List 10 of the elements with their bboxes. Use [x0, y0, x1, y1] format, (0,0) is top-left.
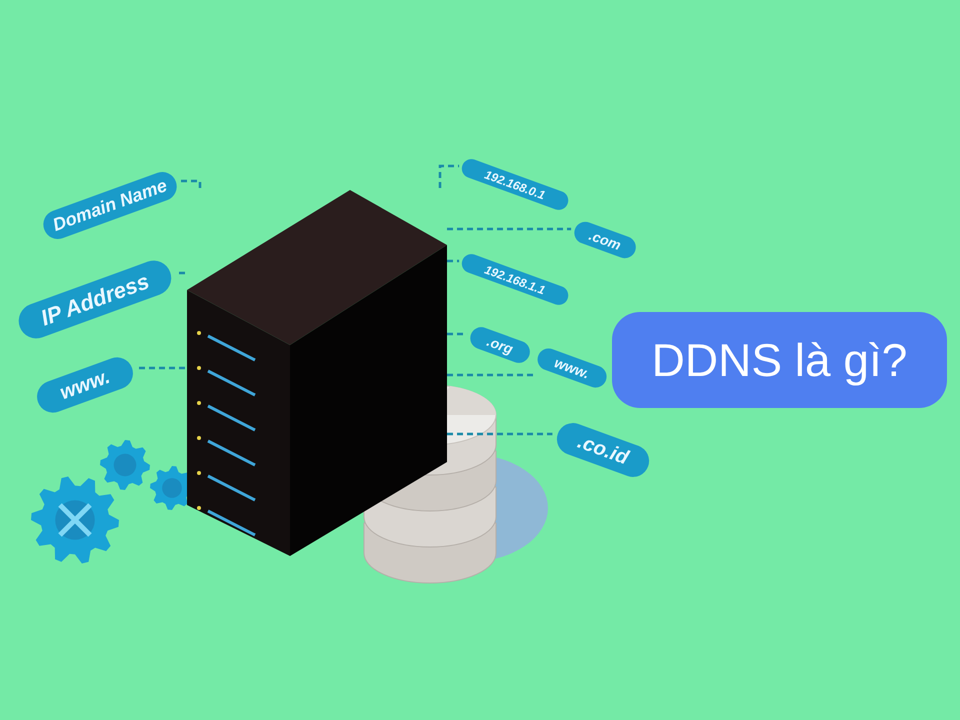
title-heading: DDNS là gì? [612, 312, 947, 408]
dashed-connector [137, 366, 185, 370]
dashed-connector [447, 228, 572, 230]
dashed-connector [447, 260, 460, 262]
dashed-connector [176, 272, 185, 274]
dashed-connector [447, 432, 552, 436]
server-drawing [185, 188, 447, 556]
dashed-connector [180, 180, 202, 188]
dashed-connector [438, 164, 460, 188]
dashed-connector [447, 374, 534, 376]
